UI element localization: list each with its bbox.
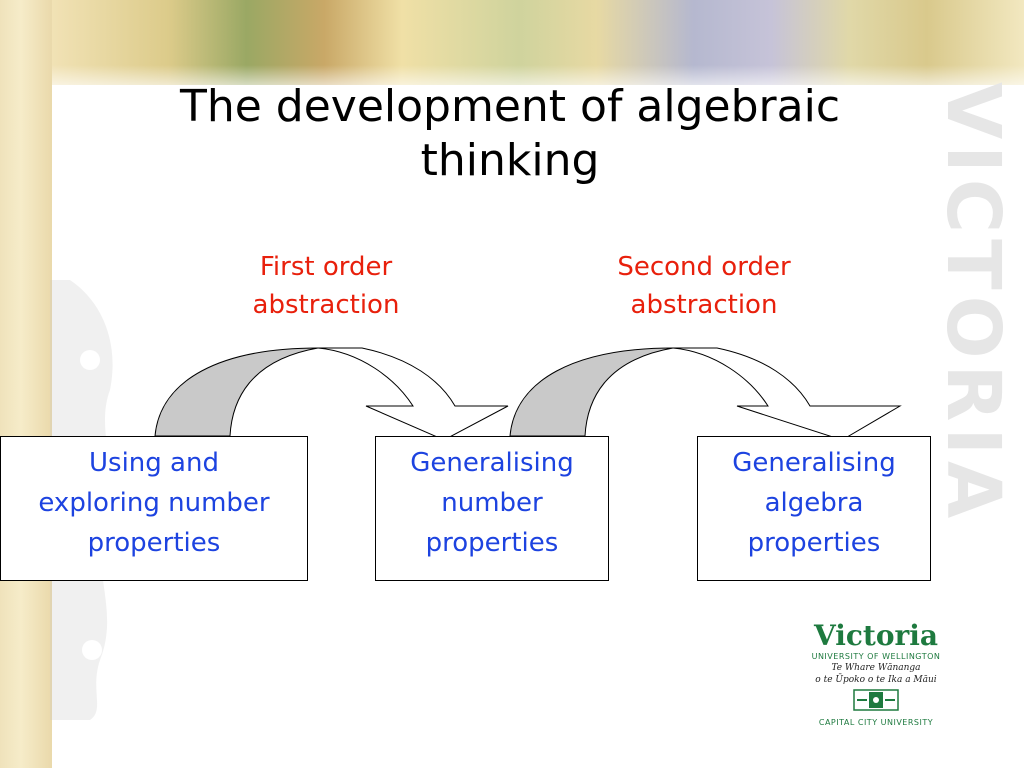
box-using-exploring-number-properties: Using and exploring number properties [0, 436, 308, 581]
first-order-abstraction-label: First order abstraction [252, 252, 400, 320]
slide-title: The development of algebraic thinking [90, 80, 930, 188]
title-line-2: thinking [420, 135, 600, 186]
logo-tagline: CAPITAL CITY UNIVERSITY [818, 718, 934, 727]
box-3-text: Generalising algebra properties [732, 448, 896, 558]
title-line-1: The development of algebraic [179, 81, 841, 132]
watermark-text: VICTORIA [930, 82, 1016, 525]
box-generalising-algebra-properties: Generalising algebra properties [697, 436, 931, 581]
logo-maori-line-2: o te Ūpoko o te Ika a Māui [815, 675, 937, 685]
logo-university: UNIVERSITY OF WELLINGTON [811, 652, 941, 661]
victoria-university-logo: Victoria UNIVERSITY OF WELLINGTON Te Wha… [806, 620, 946, 738]
decorative-top-banner [52, 0, 1024, 85]
left-parchment-strip [0, 0, 52, 768]
logo-maori-line-1: Te Whare Wānanga [831, 663, 921, 673]
curved-arrow-second-order [509, 347, 902, 441]
university-crest-icon [853, 689, 899, 711]
victoria-watermark: VICTORIA [930, 82, 1016, 524]
box-generalising-number-properties: Generalising number properties [375, 436, 609, 581]
box-2-text: Generalising number properties [410, 448, 574, 558]
second-order-abstraction-label: Second order abstraction [617, 252, 791, 320]
logo-name: Victoria [813, 619, 939, 652]
curved-arrow-first-order [154, 347, 509, 441]
box-1-text: Using and exploring number properties [38, 448, 270, 558]
